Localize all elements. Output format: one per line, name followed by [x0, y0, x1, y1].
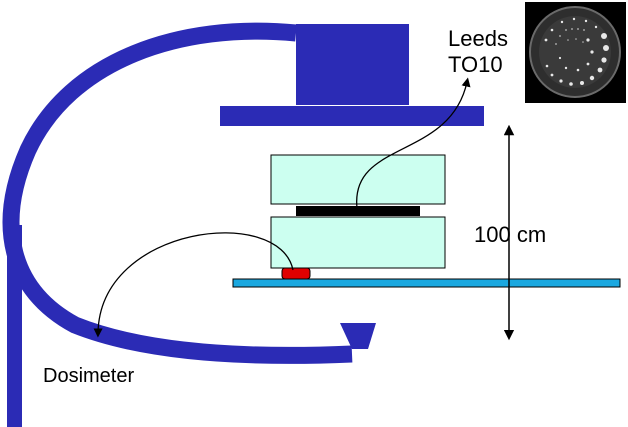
- x-ray-tube: [340, 323, 376, 349]
- upper-plate: [270, 154, 446, 205]
- leeds-label-line2: TO10: [448, 52, 503, 77]
- dosimeter-label: Dosimeter: [43, 365, 135, 387]
- detector-plate: [220, 106, 484, 126]
- c-arm-support: [7, 225, 22, 427]
- dosimeter: [281, 267, 311, 280]
- leeds-pointer-arrow: [356, 77, 471, 209]
- leeds-label-line1: Leeds: [448, 26, 508, 51]
- lower-plate: [270, 216, 446, 269]
- test-object: [296, 206, 420, 216]
- leeds-to10-label: Leeds TO10: [448, 26, 508, 78]
- dosimeter-pointer-arrow: [93, 232, 294, 338]
- detector-housing: [296, 24, 409, 105]
- distance-label: 100 cm: [474, 222, 547, 247]
- table-top: [232, 278, 621, 288]
- leeds-to10-phantom-image: [525, 2, 626, 103]
